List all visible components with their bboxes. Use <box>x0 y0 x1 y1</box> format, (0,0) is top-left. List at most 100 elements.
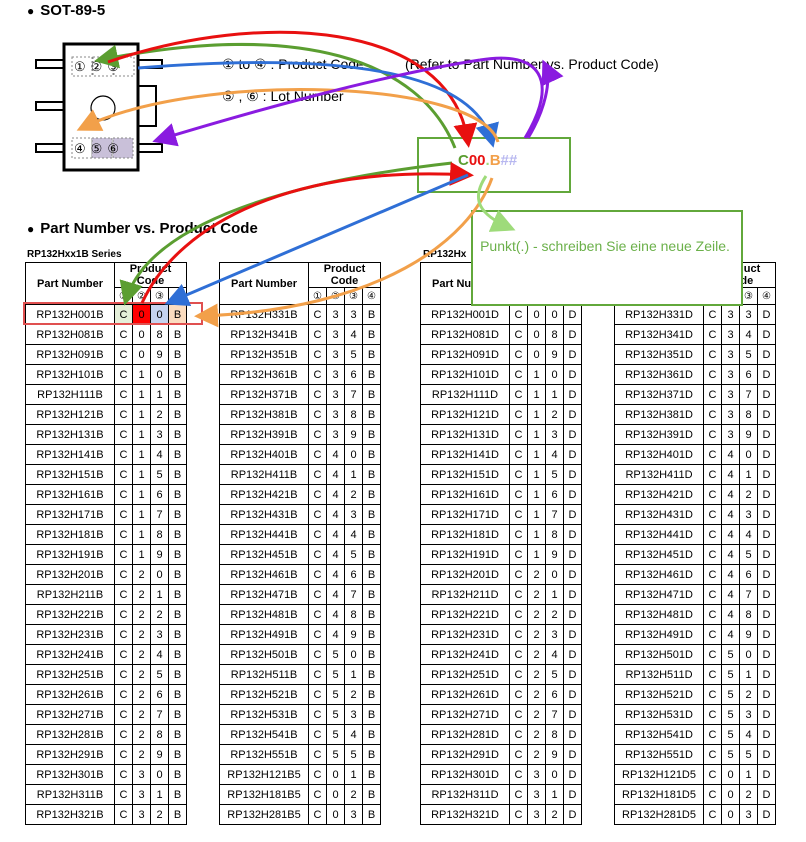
code-c: C <box>458 152 469 169</box>
cell-code-digit: B <box>168 664 187 685</box>
cell-code-digit: C <box>114 344 133 365</box>
header-digit-1: ① <box>308 287 327 305</box>
cell-code-digit: C <box>509 404 528 425</box>
cell-part-number: RP132H271B <box>25 704 115 725</box>
section-heading-row: ●Part Number vs. Product Code <box>27 220 258 238</box>
cell-code-digit: 3 <box>739 804 758 825</box>
cell-part-number: RP132H391B <box>219 424 309 445</box>
cell-code-digit: 2 <box>527 704 546 725</box>
cell-code-digit: 3 <box>721 344 740 365</box>
cell-part-number: RP132H371D <box>614 384 704 405</box>
cell-code-digit: C <box>509 804 528 825</box>
cell-code-digit: 6 <box>545 484 564 505</box>
cell-code-digit: C <box>114 364 133 385</box>
cell-code-digit: 3 <box>326 344 345 365</box>
cell-code-digit: 8 <box>545 324 564 345</box>
cell-code-digit: C <box>114 384 133 405</box>
mark-4: ④ <box>74 141 91 156</box>
cell-code-digit: 2 <box>527 564 546 585</box>
cell-code-digit: C <box>308 484 327 505</box>
cell-code-digit: D <box>563 324 582 345</box>
cell-code-digit: D <box>563 464 582 485</box>
cell-code-digit: 2 <box>739 484 758 505</box>
cell-part-number: RP132H121B5 <box>219 764 309 785</box>
lead-right-2 <box>135 143 163 153</box>
cell-code-digit: 4 <box>721 524 740 545</box>
cell-part-number: RP132H541B <box>219 724 309 745</box>
cell-code-digit: 3 <box>326 384 345 405</box>
cell-part-number: RP132H211B <box>25 584 115 605</box>
cell-code-digit: 3 <box>721 364 740 385</box>
cell-code-digit: 4 <box>326 524 345 545</box>
cell-code-digit: D <box>757 424 776 445</box>
cell-code-digit: C <box>308 464 327 485</box>
cell-code-digit: B <box>362 784 381 805</box>
cell-part-number: RP132H371B <box>219 384 309 405</box>
cell-code-digit: B <box>168 504 187 525</box>
cell-code-digit: 5 <box>150 464 169 485</box>
cell-code-digit: 1 <box>132 504 151 525</box>
cell-code-digit: C <box>703 384 722 405</box>
cell-code-digit: D <box>757 564 776 585</box>
cell-code-digit: 3 <box>150 424 169 445</box>
cell-code-digit: 3 <box>527 784 546 805</box>
cell-part-number: RP132H531D <box>614 704 704 725</box>
cell-code-digit: 1 <box>527 544 546 565</box>
cell-code-digit: B <box>362 444 381 465</box>
cell-code-digit: C <box>509 624 528 645</box>
cell-code-digit: C <box>703 364 722 385</box>
cell-code-digit: D <box>757 604 776 625</box>
cell-code-digit: D <box>563 804 582 825</box>
cell-code-digit: 0 <box>545 364 564 385</box>
cell-code-digit: C <box>114 664 133 685</box>
note-refer: (Refer to Part Number vs. Product Code) <box>405 56 659 72</box>
cell-code-digit: 3 <box>132 804 151 825</box>
cell-part-number: RP132H331D <box>614 304 704 325</box>
cell-code-digit: C <box>114 504 133 525</box>
cell-code-digit: 1 <box>150 784 169 805</box>
cell-code-digit: 1 <box>132 404 151 425</box>
cell-code-digit: C <box>703 444 722 465</box>
cell-code-digit: 2 <box>527 684 546 705</box>
cell-code-digit: 3 <box>326 304 345 325</box>
cell-code-digit: B <box>168 524 187 545</box>
cell-code-digit: 0 <box>721 764 740 785</box>
cell-code-digit: 1 <box>132 484 151 505</box>
cell-code-digit: C <box>509 464 528 485</box>
cell-code-digit: 4 <box>721 544 740 565</box>
cell-part-number: RP132H481B <box>219 604 309 625</box>
cell-code-digit: 1 <box>344 664 363 685</box>
cell-code-digit: D <box>563 704 582 725</box>
cell-part-number: RP132H401B <box>219 444 309 465</box>
cell-code-digit: 1 <box>739 464 758 485</box>
cell-part-number: RP132H131B <box>25 424 115 445</box>
cell-code-digit: 3 <box>344 804 363 825</box>
mark-6: ⑥ <box>107 141 124 156</box>
cell-code-digit: 1 <box>344 764 363 785</box>
cell-code-digit: 3 <box>545 424 564 445</box>
cell-code-digit: D <box>563 604 582 625</box>
cell-part-number: RP132H451D <box>614 544 704 565</box>
